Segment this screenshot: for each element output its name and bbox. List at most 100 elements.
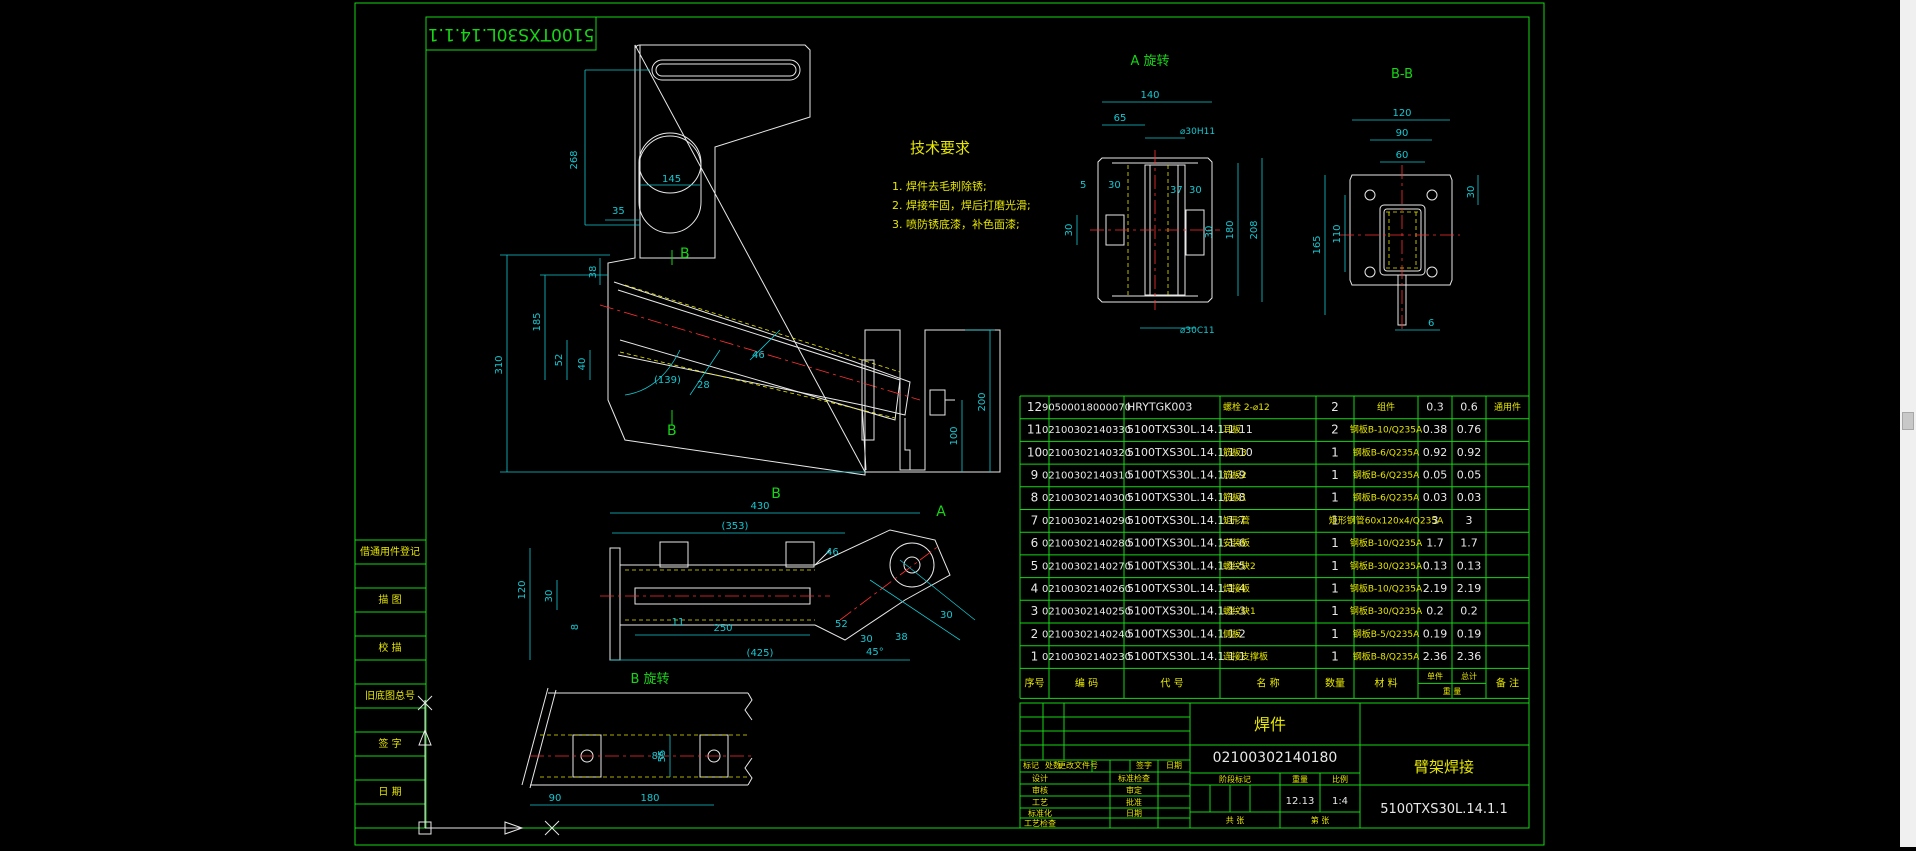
bom-cell-index: 1 xyxy=(1031,650,1039,664)
tb-role-1: 审核 xyxy=(1032,785,1048,795)
bom-cell-drawing-no: 5100TXS30L.14.1.1-10 xyxy=(1127,446,1253,459)
tb-role-3: 标准化 xyxy=(1028,808,1052,818)
bom-cell-total-weight: 0.76 xyxy=(1457,423,1482,436)
bom-cell-unit-weight: 1.7 xyxy=(1426,537,1444,550)
bom-cell-material: 钢板B-10/Q235A xyxy=(1350,424,1423,436)
bom-cell-name: 螺纹块1 xyxy=(1223,605,1256,617)
bottom-plan-view: B A 430 (353) 120 xyxy=(517,486,976,661)
bom-cell-index: 3 xyxy=(1031,604,1039,618)
view-a-dim-30h11: ⌀30H11 xyxy=(1180,127,1215,137)
bom-cell-index: 9 xyxy=(1031,468,1039,482)
top-number-text: 5100TXS30L.14.1.1 xyxy=(428,24,595,44)
view-bb-dim-6: 6 xyxy=(1428,318,1434,329)
bom-cell-name: 矩形管 xyxy=(1223,514,1250,526)
bom-cell-drawing-no: HRYTGK003 xyxy=(1127,400,1192,413)
bom-cell-name: 筋板2 xyxy=(1223,469,1247,481)
bom-cell-code: 02100302140310 xyxy=(1042,470,1131,481)
bom-cell-index: 7 xyxy=(1031,513,1039,527)
bom-header-remark: 备 注 xyxy=(1496,676,1519,689)
bom-cell-material: 钢板B-6/Q235A xyxy=(1353,446,1420,458)
bom-cell-material: 钢板B-5/Q235A xyxy=(1353,628,1420,640)
tb-drawing-no: 5100TXS30L.14.1.1 xyxy=(1380,802,1507,817)
tb-sheet-no: 第 张 xyxy=(1311,815,1330,825)
bom-cell-index: 12 xyxy=(1027,400,1042,414)
bom-cell-name: 螺纹块2 xyxy=(1223,560,1256,572)
tech-title: 技术要求 xyxy=(910,139,970,157)
tb-sheets-total: 共 张 xyxy=(1226,816,1245,825)
bom-cell-qty: 1 xyxy=(1331,513,1339,527)
view-bb-dim-110: 110 xyxy=(1332,224,1343,243)
bom-cell-qty: 1 xyxy=(1331,445,1339,459)
view-b-dim-55: 55 xyxy=(657,750,668,763)
view-bb-dim-60: 60 xyxy=(1396,150,1409,161)
bom-cell-name: 螺栓 2-⌀12 xyxy=(1223,401,1270,413)
bom-cell-total-weight: 0.13 xyxy=(1457,559,1482,572)
bom-cell-material: 组件 xyxy=(1377,401,1395,413)
plan-label-b: B xyxy=(771,486,781,502)
view-b-dim-180: 180 xyxy=(640,793,659,804)
tb-stage-label: 阶段标记 xyxy=(1219,774,1251,784)
bom-cell-code: 02100302140330 xyxy=(1042,425,1131,436)
bom-cell-unit-weight: 0.3 xyxy=(1426,400,1444,413)
dim-200: 200 xyxy=(977,392,988,411)
bom-cell-total-weight: 0.03 xyxy=(1457,491,1482,504)
plan-dim-30: 30 xyxy=(544,590,555,603)
view-a-dim-30d: 30 xyxy=(1204,226,1215,239)
dim-46: 46 xyxy=(752,350,765,361)
bom-cell-index: 8 xyxy=(1031,491,1039,505)
bom-cell-code: 02100302140300 xyxy=(1042,493,1131,504)
plan-dim-30a: 30 xyxy=(860,634,873,645)
view-a-dim-30a: 30 xyxy=(1108,180,1121,191)
bom-cell-material: 钢板B-6/Q235A xyxy=(1353,469,1420,481)
top-number-box: 5100TXS30L.14.1.1 xyxy=(425,16,597,51)
tech-item-1: 2. 焊接牢固，焊后打磨光滑; xyxy=(892,198,1031,212)
bom-cell-name: 焊接板 xyxy=(1223,582,1250,594)
bom-cell-drawing-no: 5100TXS30L.14.1.1-11 xyxy=(1127,423,1253,436)
bom-header-drawing-no: 代 号 xyxy=(1160,677,1183,689)
dim-268: 268 xyxy=(569,150,580,169)
plan-dim-250: 250 xyxy=(713,623,732,634)
bom-header-name: 名 称 xyxy=(1256,676,1279,689)
dim-310: 310 xyxy=(494,355,505,374)
bom-cell-qty: 2 xyxy=(1331,423,1339,437)
bom-cell-code: 90500018000070 xyxy=(1042,402,1131,413)
bom-cell-drawing-no: 5100TXS30L.14.1.1-8 xyxy=(1127,491,1246,504)
view-a-dim-30c: 30 xyxy=(1064,224,1075,237)
dim-139: (139) xyxy=(654,375,681,386)
bom-cell-name: 筋板3 xyxy=(1223,446,1247,458)
bom-cell-name: 安装板 xyxy=(1223,537,1250,549)
plan-dim-430: 430 xyxy=(750,501,769,512)
bom-cell-code: 02100302140240 xyxy=(1042,629,1131,640)
bom-cell-name: 耳板 xyxy=(1223,424,1241,436)
bom-cell-index: 2 xyxy=(1031,627,1039,641)
view-bb: B-B 120 90 60 xyxy=(1312,67,1479,331)
bom-cell-code: 02100302140320 xyxy=(1042,448,1131,459)
plan-dim-30b: 30 xyxy=(940,610,953,621)
left-panel-row-1: 描 图 xyxy=(378,593,401,606)
bom-cell-unit-weight: 0.19 xyxy=(1423,627,1448,640)
view-a-dim-37: 37 xyxy=(1170,185,1183,196)
bom-cell-code: 02100302140290 xyxy=(1042,516,1131,527)
bom-cell-material: 钢板B-30/Q235A xyxy=(1350,560,1423,572)
tb-mark-4: 日期 xyxy=(1166,761,1182,770)
plan-label-a: A xyxy=(936,504,946,520)
scrollbar-thumb[interactable] xyxy=(1902,412,1914,430)
bom-header-code: 编 码 xyxy=(1075,676,1098,689)
bom-cell-index: 10 xyxy=(1027,445,1042,459)
bom-header-material: 材 料 xyxy=(1374,676,1397,689)
tech-item-2: 3. 喷防锈底漆，补色面漆; xyxy=(892,217,1020,231)
bom-cell-code: 02100302140230 xyxy=(1042,652,1131,663)
bom-cell-unit-weight: 2.36 xyxy=(1423,650,1448,663)
bom-cell-total-weight: 0.6 xyxy=(1460,400,1478,413)
view-bb-dim-90: 90 xyxy=(1396,128,1409,139)
bom-cell-qty: 1 xyxy=(1331,491,1339,505)
plan-dim-353: (353) xyxy=(722,521,749,532)
view-a-dim-30b: 30 xyxy=(1189,185,1202,196)
view-a-dim-140: 140 xyxy=(1140,90,1159,101)
bom-cell-unit-weight: 0.05 xyxy=(1423,468,1448,481)
tb-mark-3: 签字 xyxy=(1136,760,1152,770)
bom-cell-name: 侧板 xyxy=(1223,628,1241,640)
bom-header-index: 序号 xyxy=(1025,676,1045,689)
view-a-title: A 旋转 xyxy=(1130,54,1169,69)
